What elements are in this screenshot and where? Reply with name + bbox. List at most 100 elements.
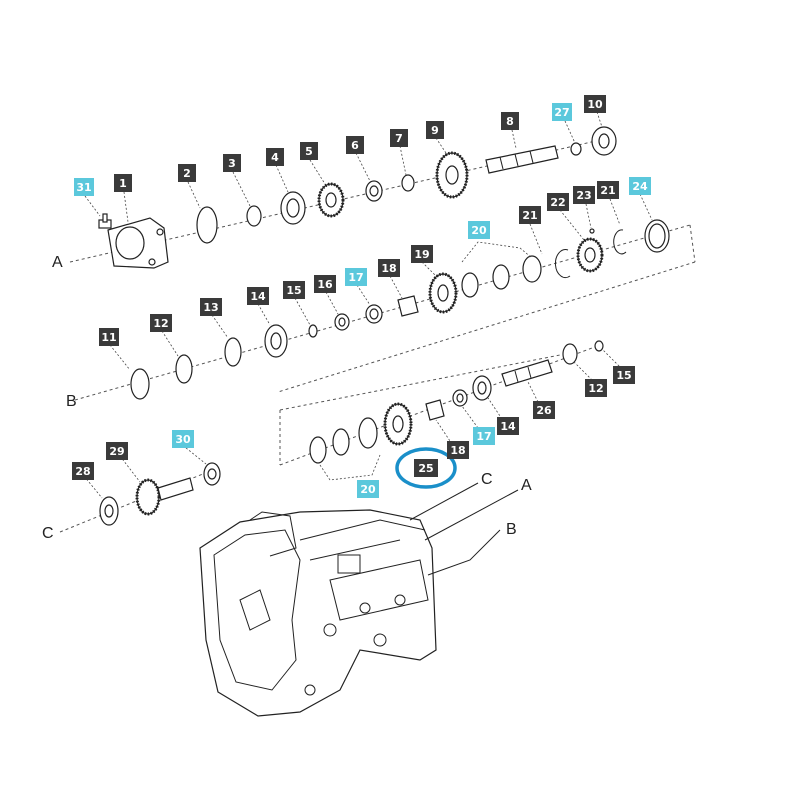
housing-letter-a: A [521,477,532,494]
highlight-ring-25 [395,447,457,489]
part-22-gear[interactable] [576,237,604,273]
svg-text:21: 21 [522,209,537,222]
callout-18-b[interactable]: 18 [447,441,469,459]
part-21-snapring-a[interactable] [555,249,571,279]
callout-12-a[interactable]: 12 [150,314,172,332]
callout-15-a[interactable]: 15 [283,281,305,299]
part-1-cover[interactable] [107,217,169,269]
callout-20-bottom[interactable]: 20 [357,480,379,498]
part-18-bearing-b[interactable] [383,402,413,446]
part-15-washer-b[interactable] [594,340,604,352]
part-18-cage[interactable] [425,399,445,421]
callout-8[interactable]: 8 [501,112,519,130]
callout-19[interactable]: 19 [411,245,433,263]
part-31-bolt[interactable] [98,213,112,229]
part-20-ring-d[interactable] [309,436,327,464]
part-11-ring[interactable] [130,368,150,400]
part-13-ring[interactable] [224,337,242,367]
callout-23[interactable]: 23 [573,186,595,204]
svg-text:8: 8 [506,115,514,128]
callout-14-b[interactable]: 14 [497,417,519,435]
callout-22[interactable]: 22 [547,193,569,211]
part-20-ring-c[interactable] [522,255,542,283]
part-3-washer[interactable] [246,205,262,227]
callout-14-a[interactable]: 14 [247,287,269,305]
callout-5[interactable]: 5 [300,142,318,160]
part-29-gear-shaft[interactable] [135,477,194,516]
callout-21-a[interactable]: 21 [519,206,541,224]
svg-text:12: 12 [153,317,168,330]
transmission-housing[interactable] [199,509,437,717]
part-26-shaft[interactable] [501,359,553,387]
callout-21-b[interactable]: 21 [597,181,619,199]
housing-leader-b [427,529,501,576]
callout-17-a[interactable]: 17 [345,268,367,286]
callout-6[interactable]: 6 [346,136,364,154]
part-12-snapring-b[interactable] [562,343,578,365]
part-6-bushing[interactable] [365,180,383,202]
axis-a-letter: A [52,254,63,271]
callout-13[interactable]: 13 [200,298,222,316]
callout-16[interactable]: 16 [314,275,336,293]
part-4-bearing[interactable] [280,191,306,225]
callout-9[interactable]: 9 [426,121,444,139]
part-9-gear[interactable] [435,151,469,199]
callout-4[interactable]: 4 [266,148,284,166]
callout-30[interactable]: 30 [172,430,194,448]
callout-28[interactable]: 28 [72,462,94,480]
callout-17-b[interactable]: 17 [473,427,495,445]
callout-7[interactable]: 7 [390,129,408,147]
part-20-ring-b[interactable] [492,264,510,290]
group-20-bracket-a [461,241,533,263]
callout-31[interactable]: 31 [74,178,94,196]
part-17-spacer-b[interactable] [452,389,468,407]
svg-text:26: 26 [536,404,552,417]
part-12-snapring[interactable] [175,354,193,384]
part-7-clip[interactable] [401,174,415,192]
part-24-bearing[interactable] [644,219,670,253]
part-28-bearing[interactable] [99,496,119,526]
part-18-bearing[interactable] [397,295,419,317]
part-30-bearing[interactable] [203,462,221,486]
part-20-ring-e[interactable] [332,428,350,456]
callout-20-top[interactable]: 20 [468,221,490,239]
svg-text:20: 20 [471,224,487,237]
svg-text:2: 2 [183,167,191,180]
part-19-gear[interactable] [428,272,458,314]
part-27-washer[interactable] [570,142,582,156]
part-5-gear[interactable] [317,182,345,218]
part-14-bearing-b[interactable] [472,375,492,401]
part-21-snapring-b[interactable] [613,229,627,255]
bracket-bottom [277,261,696,393]
part-10-bearing[interactable] [591,126,617,156]
svg-text:17: 17 [476,430,491,443]
callout-2[interactable]: 2 [178,164,196,182]
callout-24[interactable]: 24 [629,177,651,195]
svg-text:15: 15 [616,369,631,382]
part-23-ball[interactable] [589,228,595,234]
part-15-washer[interactable] [308,324,318,338]
part-2-ring[interactable] [196,206,218,244]
part-16-bushing[interactable] [334,313,350,331]
callout-25[interactable]: 25 [414,459,438,477]
part-20-ring-a[interactable] [461,272,479,298]
part-8-shaft[interactable] [485,145,559,174]
callout-11[interactable]: 11 [99,328,119,346]
part-14-bearing[interactable] [264,324,288,358]
callout-27[interactable]: 27 [552,103,572,121]
callout-10[interactable]: 10 [584,95,606,113]
callout-26[interactable]: 26 [533,401,555,419]
callout-29[interactable]: 29 [106,442,128,460]
svg-text:22: 22 [550,196,565,209]
part-17-spacer[interactable] [365,304,383,324]
callout-18-a[interactable]: 18 [378,259,400,277]
callout-12-b[interactable]: 12 [585,379,607,397]
callout-1[interactable]: 1 [114,174,132,192]
callout-15-b[interactable]: 15 [613,366,635,384]
svg-text:18: 18 [450,444,465,457]
callout-3[interactable]: 3 [223,154,241,172]
callouts: 1 31 2 3 4 5 6 7 9 8 27 10 20 21 22 23 2… [72,95,651,498]
part-20-ring-f[interactable] [358,417,378,449]
svg-text:13: 13 [203,301,218,314]
